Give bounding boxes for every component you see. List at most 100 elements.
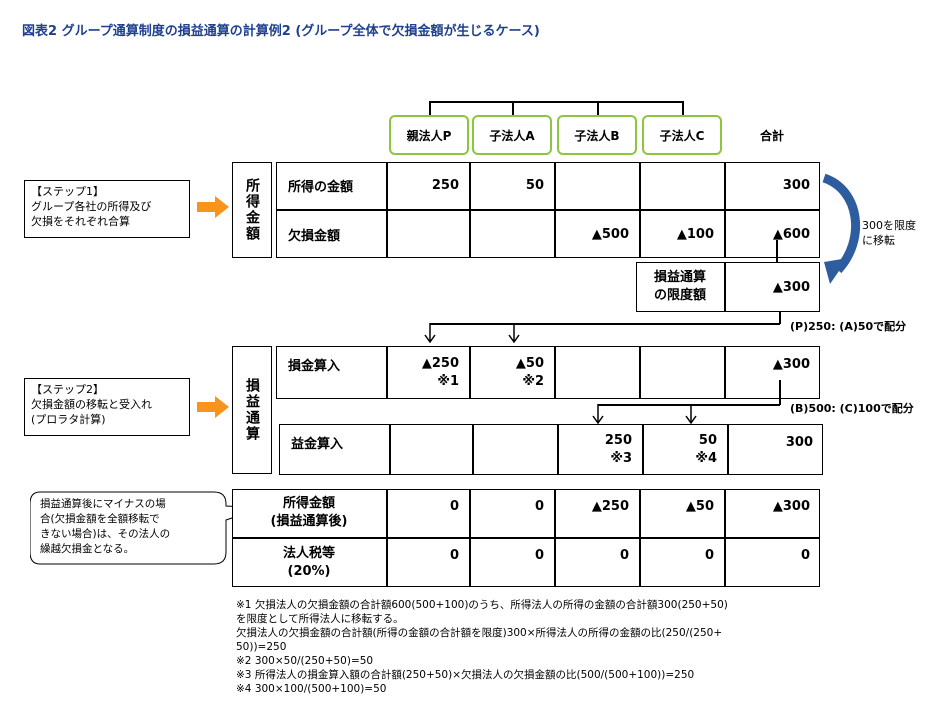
- s2b-vdiv-3: [557, 424, 559, 475]
- transfer-curve-arrow-icon: [822, 173, 861, 284]
- s2a-vdiv-4: [639, 346, 641, 399]
- callout-line1: 損益通算後にマイナスの場: [40, 498, 166, 510]
- limit-label-line2: の限度額: [653, 288, 706, 303]
- cell-tax-a: 0: [534, 547, 544, 563]
- cell-deduct-p: ▲250 ※1: [386, 346, 469, 399]
- section1-row-divider: [276, 209, 820, 211]
- transfer-note-line1: 300を限度: [862, 219, 916, 232]
- step2-line1: 欠損金額の移転と受入れ: [31, 398, 152, 411]
- cell-income-add-c: 50 ※4: [642, 424, 727, 475]
- s2a-vdiv-5: [724, 346, 726, 399]
- transfer-note-line2: に移転: [862, 234, 895, 247]
- cell-after-a: 0: [534, 498, 544, 514]
- tax-label-line2: (20%): [287, 563, 331, 579]
- income-add-b-note: ※3: [610, 450, 632, 466]
- s2b-vdiv-2: [472, 424, 474, 475]
- cell-loss-c: ▲100: [676, 226, 714, 242]
- alloc1-note: (P)250: (A)50で配分: [790, 320, 907, 333]
- row-label-after-income: 所得金額 (損益通算後): [232, 489, 386, 537]
- cell-tax-c: 0: [704, 547, 714, 563]
- limit-label-line1: 損益通算: [653, 270, 706, 285]
- step2-line2: (プロラタ計算): [31, 413, 106, 426]
- step1-line1: グループ各社の所得及び: [31, 200, 152, 213]
- footnote-1-calc: 欠損法人の欠損金額の合計額(所得の金額の合計額を限度)300×所得法人の所得の金…: [236, 627, 723, 639]
- alloc1-drop: [779, 312, 781, 324]
- s2b-vdiv-4: [642, 424, 644, 475]
- s1-vdiv-3: [554, 162, 556, 258]
- row-label-tax: 法人税等 (20%): [232, 538, 386, 587]
- cell-income-total: 300: [782, 178, 810, 193]
- income-row: [279, 424, 823, 475]
- s3-vdiv-2: [469, 489, 471, 587]
- row-label-income: 所得の金額: [288, 180, 354, 195]
- connector-b: [597, 101, 599, 115]
- footnote-4: ※4 300×100/(500+100)=50: [236, 683, 387, 695]
- deduct-row: [276, 346, 820, 399]
- header-parent-p: 親法人P: [389, 115, 469, 155]
- header-child-c: 子法人C: [642, 115, 722, 155]
- header-total: 合計: [759, 128, 784, 143]
- cell-tax-total: 0: [800, 547, 810, 563]
- step2-box: 【ステップ2】 欠損金額の移転と受入れ (プロラタ計算): [24, 378, 190, 436]
- cell-income-a: 50: [525, 178, 544, 193]
- cell-income-b: [554, 162, 639, 209]
- s3-vdiv-3: [554, 489, 556, 587]
- footnote-1-calc-cont: 50))=250: [236, 641, 287, 653]
- s3-vdiv-5: [724, 489, 726, 587]
- s1-vdiv-4: [639, 162, 641, 258]
- income-add-c-value: 50: [698, 432, 717, 448]
- header-child-b: 子法人B: [557, 115, 637, 155]
- callout-text: 損益通算後にマイナスの場 合(欠損金額を全額移転で きない場合)は、その法人の …: [40, 497, 170, 557]
- s2b-vdiv-1: [389, 424, 391, 475]
- connector-a: [512, 101, 514, 115]
- limit-label: 損益通算 の限度額: [636, 262, 724, 312]
- alloc1-arrow-p-icon: [424, 323, 436, 344]
- section1-vertical-label: 所得金額: [232, 162, 272, 258]
- connector-c: [682, 101, 684, 115]
- alloc2-hline: [598, 404, 780, 406]
- s1-vdiv-5: [724, 162, 726, 258]
- step2-title: 【ステップ2】: [31, 383, 104, 396]
- callout-bubble: [30, 491, 240, 565]
- deduct-a-value: ▲50: [515, 355, 544, 371]
- footnote-3: ※3 所得法人の損金算入額の合計額(250+50)×欠損法人の欠損金額の比(50…: [236, 669, 695, 681]
- cell-deduct-total: ▲300: [772, 356, 810, 372]
- s2a-vdiv-2: [469, 346, 471, 399]
- s2a-vdiv-3: [554, 346, 556, 399]
- alloc2-arrow-b-icon: [592, 404, 604, 425]
- footnote-2: ※2 300×50/(250+50)=50: [236, 655, 374, 667]
- footnote-1-cont: を限度として所得法人に移転する。: [236, 613, 404, 625]
- loss-to-limit-connector: [776, 240, 778, 262]
- cell-tax-b: 0: [619, 547, 629, 563]
- cell-loss-b: ▲500: [591, 226, 629, 242]
- row-label-income-add: 益金算入: [291, 436, 344, 452]
- deduct-a-note: ※2: [522, 373, 544, 389]
- after-income-label-line2: (損益通算後): [270, 514, 348, 529]
- footnotes: ※1 欠損法人の欠損金額の合計額600(500+100)のうち、所得法人の所得の…: [236, 598, 728, 696]
- cell-income-add-b: 250 ※3: [557, 424, 642, 475]
- transfer-note: 300を限度 に移転: [862, 218, 916, 248]
- step1-title: 【ステップ1】: [31, 185, 104, 198]
- header-child-a: 子法人A: [472, 115, 552, 155]
- alloc2-arrow-c-icon: [685, 404, 697, 425]
- alloc2-drop: [779, 380, 781, 405]
- page-title: 図表2 グループ通算制度の損益通算の計算例2 (グループ全体で欠損金額が生じるケ…: [22, 24, 540, 39]
- cell-loss-a: [469, 210, 554, 258]
- group-connector-line: [429, 101, 683, 103]
- s3-vdiv-1: [386, 489, 388, 587]
- callout-line2: 合(欠損金額を全額移転で: [40, 513, 160, 525]
- alloc1-hline: [430, 323, 780, 325]
- connector-p: [429, 101, 431, 115]
- alloc2-note: (B)500: (C)100で配分: [790, 402, 914, 415]
- income-add-b-value: 250: [604, 432, 632, 448]
- s1-vdiv-1: [386, 162, 388, 258]
- cell-after-c: ▲50: [685, 498, 714, 514]
- cell-loss-total: ▲600: [772, 226, 810, 242]
- tax-label-line1: 法人税等: [282, 545, 335, 561]
- step2-arrow-icon: [197, 396, 229, 418]
- cell-income-p: 250: [431, 178, 459, 193]
- cell-after-total: ▲300: [772, 498, 810, 514]
- cell-after-b: ▲250: [591, 498, 629, 514]
- s2b-vdiv-5: [727, 424, 729, 475]
- callout-line4: 繰越欠損金となる。: [40, 543, 135, 555]
